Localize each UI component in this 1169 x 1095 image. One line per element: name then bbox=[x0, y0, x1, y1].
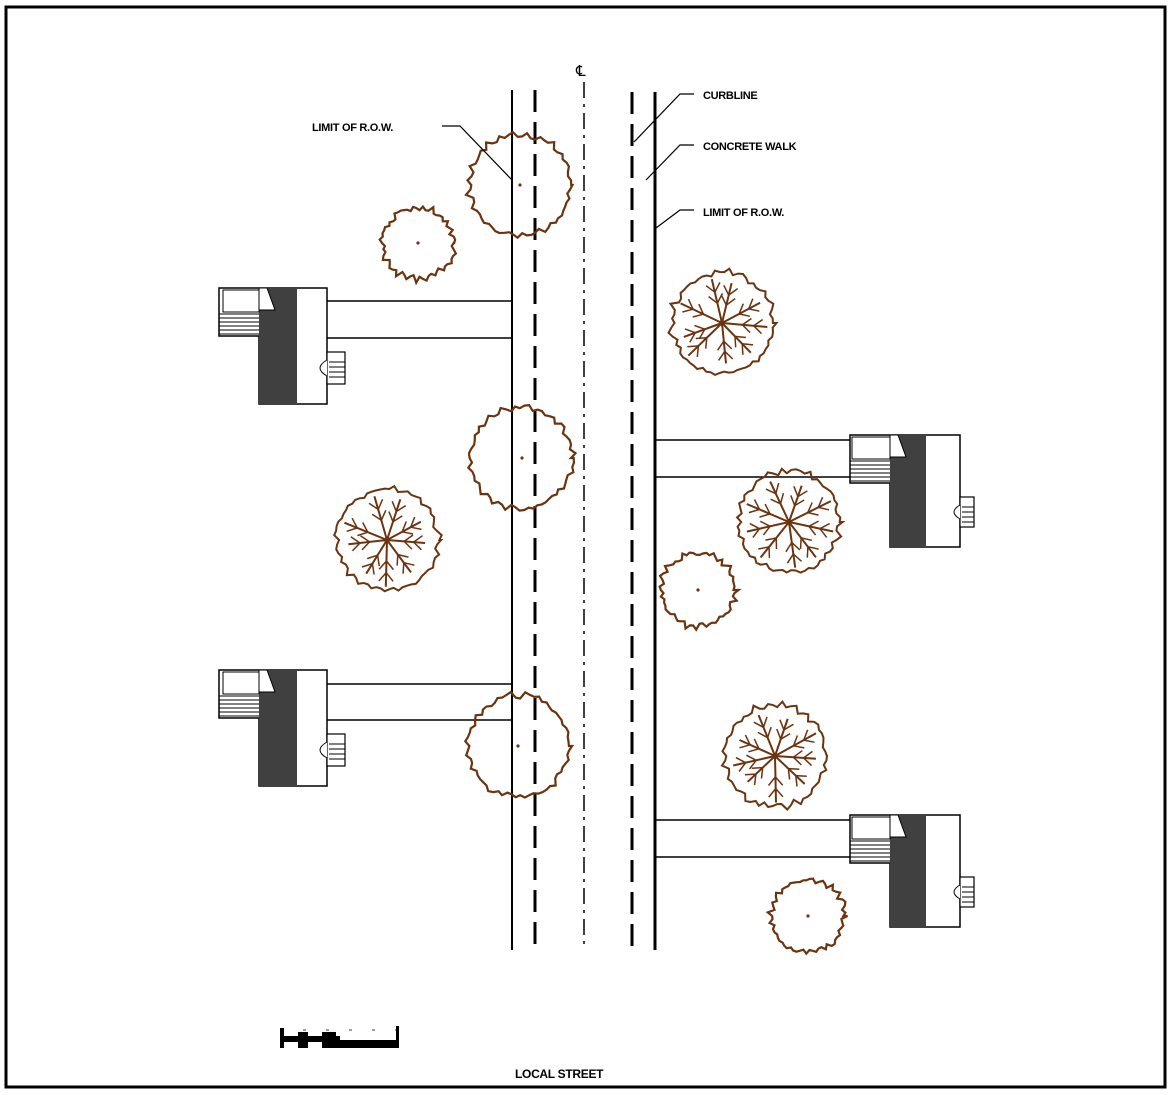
house-left bbox=[219, 288, 345, 404]
tree-outline bbox=[380, 207, 456, 283]
labels: ℄ LIMIT OF R.O.W. CURBLINE CONCRETE WALK… bbox=[312, 63, 797, 1081]
label-curbline: CURBLINE bbox=[703, 90, 757, 102]
trees bbox=[334, 132, 847, 953]
street bbox=[512, 82, 655, 950]
tree-outline bbox=[660, 553, 739, 630]
scale-bar bbox=[280, 1026, 399, 1048]
leader-limit-row-right bbox=[656, 210, 694, 228]
centerline-symbol: ℄ bbox=[575, 63, 586, 80]
tree-outline bbox=[768, 879, 848, 954]
tree-outline bbox=[468, 405, 575, 510]
houses bbox=[219, 288, 974, 927]
drawing-border bbox=[6, 7, 1165, 1087]
label-concrete-walk: CONCRETE WALK bbox=[703, 141, 797, 153]
house-left bbox=[219, 670, 345, 786]
drawing-title: LOCAL STREET bbox=[515, 1067, 604, 1081]
leader-limit-row-left bbox=[442, 126, 512, 180]
tree-branching bbox=[737, 469, 843, 573]
house-right bbox=[850, 815, 974, 927]
leader-concrete-walk bbox=[646, 145, 694, 180]
label-limit-row-left: LIMIT OF R.O.W. bbox=[312, 122, 393, 134]
driveways bbox=[327, 301, 850, 857]
tree-branching bbox=[669, 269, 777, 375]
label-limit-row-right: LIMIT OF R.O.W. bbox=[703, 207, 784, 219]
tree-outline bbox=[465, 692, 572, 797]
tree-branching bbox=[722, 702, 827, 810]
tree-branching bbox=[334, 486, 442, 591]
house-right bbox=[850, 435, 974, 547]
leader-curbline bbox=[634, 94, 694, 142]
